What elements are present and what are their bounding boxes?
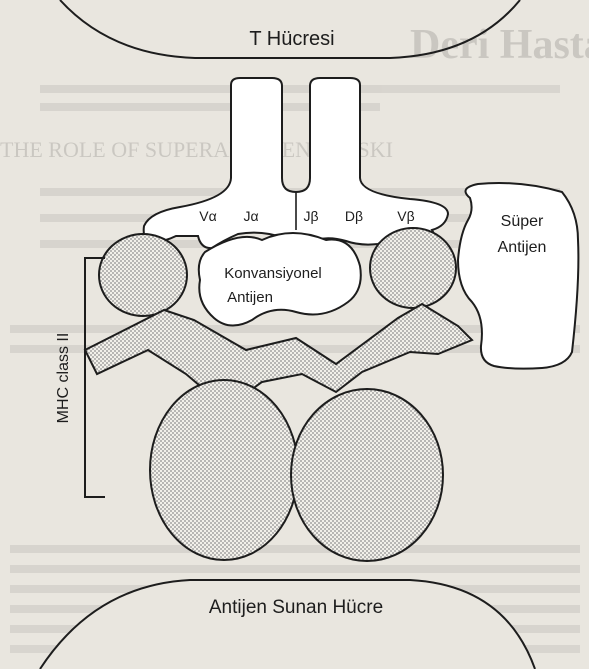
conventional-antigen-label-line1: Konvansiyonel (224, 265, 322, 282)
tcr-j-alpha-label: Jα (243, 208, 258, 224)
mhc-alpha1-domain (99, 234, 187, 316)
superantigen-label-line1: Süper (501, 213, 544, 230)
mhc-peptide-binding-floor (85, 304, 472, 408)
conventional-antigen-label-line2: Antijen (227, 289, 273, 306)
background-heading: Deri Hastalıklarında Süpe (410, 22, 589, 68)
mhc-bracket (85, 258, 105, 497)
mhc-class-label: MHC class II (55, 333, 72, 424)
mhc-beta2-domain (291, 389, 443, 561)
superantigen (458, 183, 578, 369)
tcr-j-beta-label: Jβ (303, 208, 318, 224)
tcr-v-alpha-label: Vα (199, 208, 216, 224)
superantigen-label-line2: Antijen (498, 239, 547, 256)
tcr-v-beta-label: Vβ (397, 208, 414, 224)
mhc-alpha2-domain (150, 380, 298, 560)
apc-label: Antijen Sunan Hücre (209, 597, 383, 618)
mhc-beta1-domain (370, 228, 456, 308)
tcr-d-beta-label: Dβ (345, 208, 363, 224)
apc-membrane (40, 580, 535, 669)
t-cell-label: T Hücresi (249, 28, 334, 50)
